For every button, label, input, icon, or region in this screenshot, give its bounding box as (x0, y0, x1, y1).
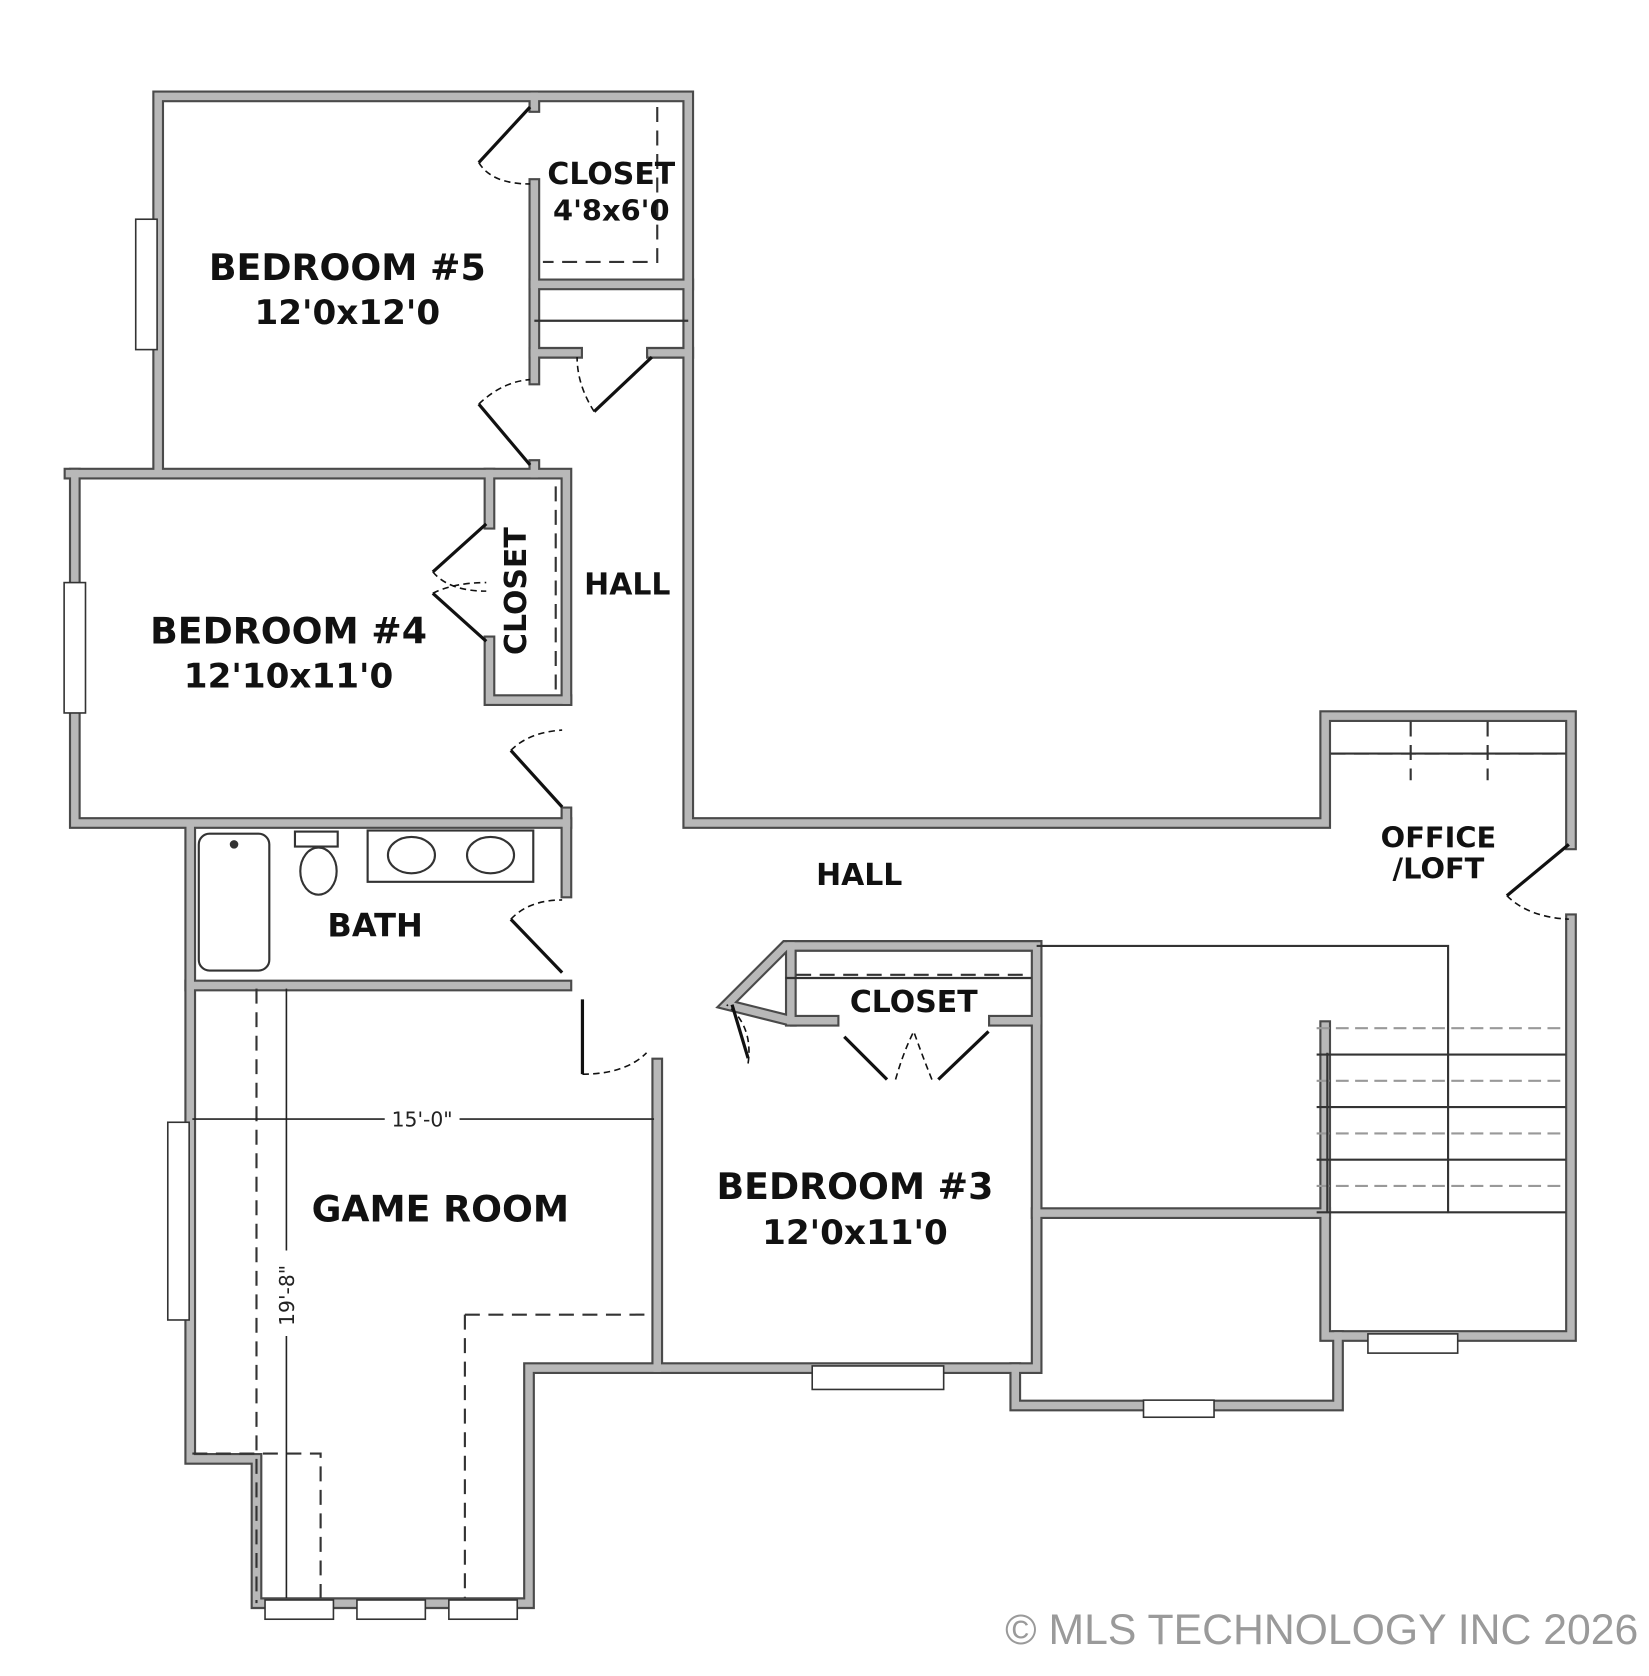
wall (1009, 1330, 1344, 1412)
door-leaf (730, 1004, 750, 1059)
window (63, 581, 87, 714)
window (356, 1599, 427, 1621)
bedroom4-label: BEDROOM #4 (150, 609, 427, 652)
door-leaf (431, 592, 488, 643)
bath-label: BATH (327, 906, 422, 944)
door-swing (432, 581, 487, 594)
door-leaf (843, 1035, 889, 1081)
door-leaf (509, 918, 564, 974)
wall-fill (154, 92, 1575, 849)
bedroom3-size: 12'0x11'0 (762, 1213, 948, 1253)
watermark: © MLS TECHNOLOGY INC 2026 (1005, 1606, 1638, 1654)
window (1367, 1333, 1459, 1354)
door-swing (510, 729, 563, 751)
dashed-line (192, 1452, 322, 1598)
thin-wall (1036, 944, 1450, 1214)
window (811, 1365, 945, 1391)
door-swing (432, 571, 487, 592)
dimension-length-label: 19'-8" (275, 1265, 299, 1326)
staircase (1316, 1027, 1566, 1214)
wall-fill (485, 637, 571, 704)
door-leaf (477, 105, 532, 164)
game-room-label: GAME ROOM (312, 1188, 569, 1231)
closet3-label: CLOSET (850, 985, 978, 1020)
dashed-line (542, 107, 659, 264)
bedroom3-label: BEDROOM #3 (716, 1165, 993, 1208)
bedroom4-size: 12'10x11'0 (184, 656, 394, 696)
windows (63, 218, 1459, 1621)
door-leaf (431, 522, 488, 574)
window (264, 1599, 335, 1621)
door-swing (478, 378, 531, 405)
dimension-width-label: 15'-0" (392, 1108, 453, 1132)
bathtub (197, 832, 271, 972)
door-swing (576, 357, 595, 413)
door-leaf (1505, 843, 1570, 897)
doors (431, 105, 1570, 1081)
door-swing (510, 899, 563, 920)
window (166, 1121, 190, 1321)
closet5-label: CLOSET (547, 157, 675, 192)
window (448, 1599, 519, 1621)
door-leaf (593, 355, 654, 413)
office-label-line1: OFFICE (1381, 821, 1497, 855)
wall (651, 940, 1043, 1374)
door-leaf (477, 403, 532, 467)
hall-main-label: HALL (816, 858, 902, 893)
door-swing (1506, 895, 1569, 921)
door-leaf (937, 1030, 990, 1081)
bedroom5-size: 12'0x12'0 (254, 293, 440, 333)
wall-fill (1011, 1332, 1342, 1410)
bedroom5-label: BEDROOM #5 (209, 246, 486, 289)
door-swing (726, 1004, 750, 1064)
office-label-line2: /LOFT (1393, 852, 1485, 886)
door-swing (582, 1052, 648, 1075)
wall-fill (65, 469, 571, 704)
closet5-size: 4'8x6'0 (553, 193, 670, 227)
window (134, 218, 158, 351)
thin-walls (192, 107, 1566, 1604)
window (1142, 1399, 1215, 1419)
door-swing (912, 1031, 933, 1080)
door-leaf (509, 749, 564, 809)
hall-upper-label: HALL (584, 567, 670, 602)
door-swing (478, 162, 531, 185)
toilet (293, 830, 339, 896)
closet4-label: CLOSET (499, 527, 534, 655)
vanity-sinks (366, 829, 535, 883)
wall-fill (653, 942, 1041, 1372)
door-swing (894, 1031, 915, 1080)
